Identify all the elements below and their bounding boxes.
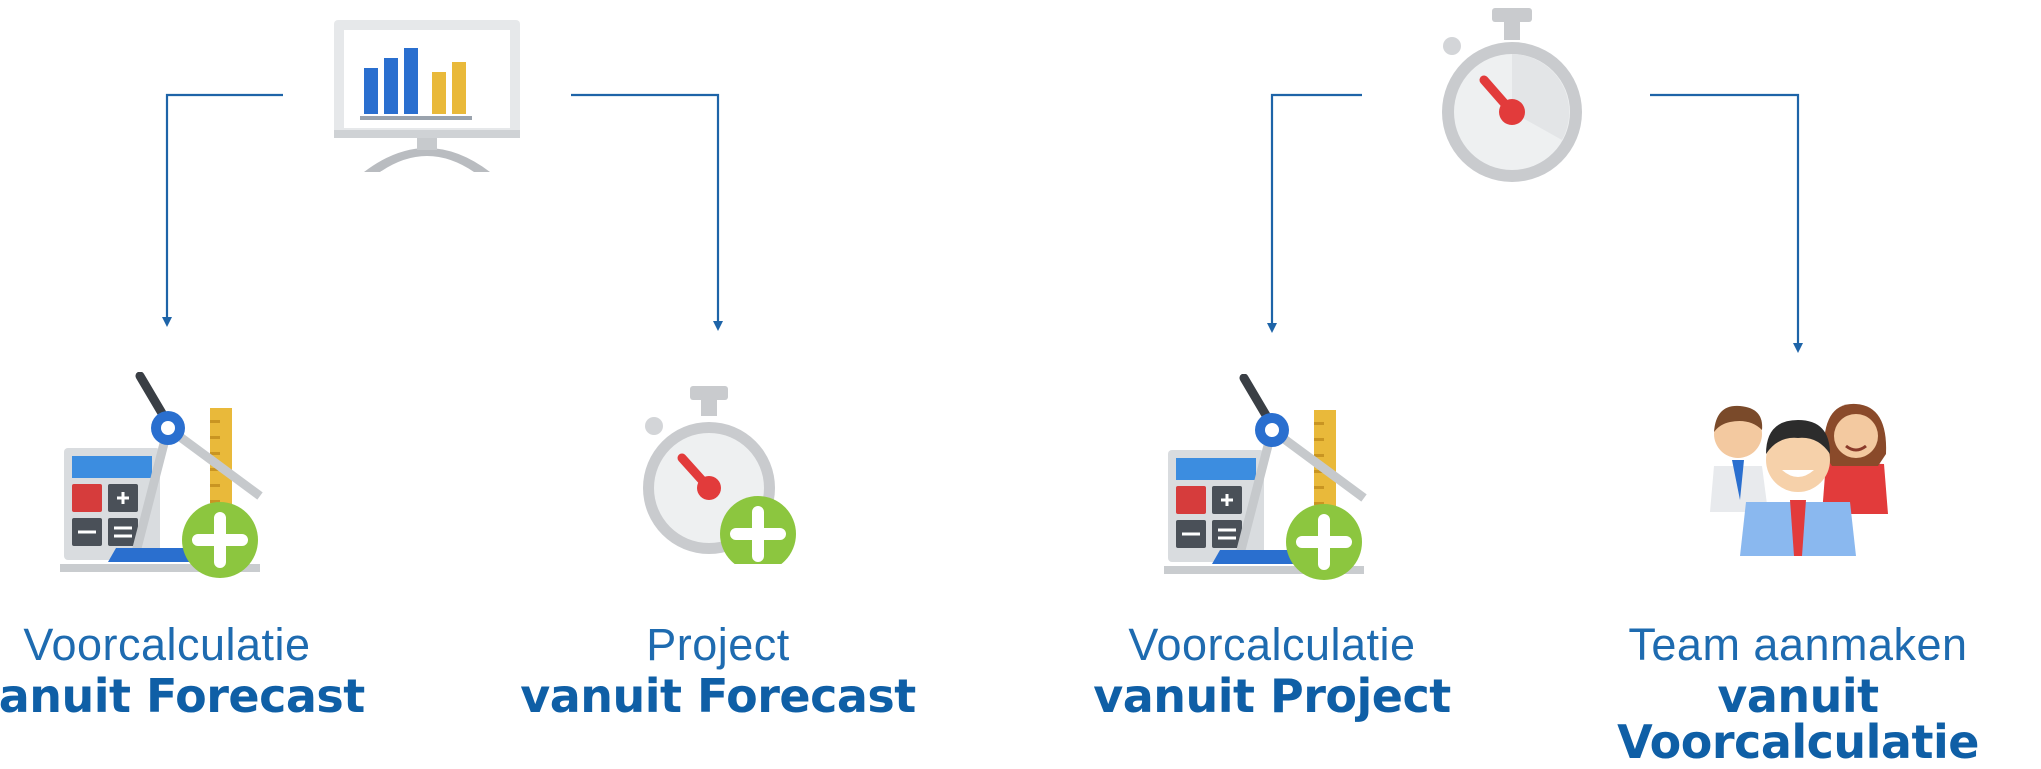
caption-voorcalculatie-vanuit-forecast: Voorcalculatie vanuit Forecast	[0, 622, 377, 719]
monitor-chart-icon	[334, 20, 520, 172]
connector-layer	[162, 93, 1803, 353]
stopwatch-add-icon	[643, 386, 796, 564]
caption-voorcalculatie-vanuit-project: Voorcalculatie vanuit Project	[1062, 622, 1482, 719]
connector-forecast-to-voorcalculatie	[162, 93, 283, 327]
connector-project-to-voorcalculatie	[1267, 93, 1362, 333]
caption-light: Voorcalculatie	[1128, 619, 1416, 670]
connector-forecast-to-project	[571, 93, 723, 331]
caption-light: Voorcalculatie	[23, 619, 311, 670]
calculator-compass-add-icon	[1164, 374, 1367, 580]
diagram-canvas: Voorcalculatie vanuit Forecast Project v…	[0, 8, 1979, 765]
stopwatch-icon	[1442, 8, 1582, 182]
caption-bold: vanuit Project	[1093, 669, 1451, 723]
caption-bold: vanuit Forecast	[0, 669, 365, 723]
connector-project-to-team	[1650, 93, 1803, 353]
caption-bold: vanuit Voorcalculatie	[1617, 669, 1979, 769]
caption-light: Project	[646, 619, 790, 670]
team-icon	[1710, 403, 1888, 556]
caption-team-aanmaken-vanuit-voorcalculatie: Team aanmaken vanuit Voorcalculatie	[1563, 622, 2033, 765]
caption-project-vanuit-forecast: Project vanuit Forecast	[508, 622, 928, 719]
calculator-compass-add-icon	[60, 372, 263, 578]
caption-bold: vanuit Forecast	[520, 669, 916, 723]
caption-light: Team aanmaken	[1628, 619, 1968, 670]
